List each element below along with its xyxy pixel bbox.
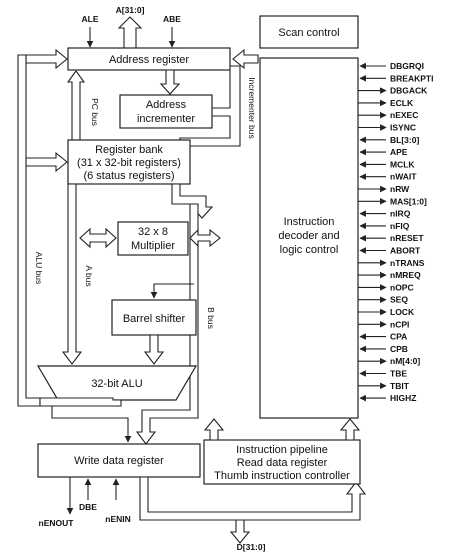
b-bus-label: B bus [206, 307, 216, 329]
signal-label: TBIT [390, 381, 410, 391]
alu: 32-bit ALU [36, 365, 198, 401]
address-register-label: Address register [109, 54, 189, 66]
address-to-incrementer-arrow [159, 69, 181, 95]
signal-label: SEQ [390, 295, 408, 305]
signal-label: nM[4:0] [390, 356, 420, 366]
signal-label: nWAIT [390, 172, 417, 182]
signal-label: DBGRQI [390, 61, 424, 71]
b-bus-to-write-data [51, 406, 132, 443]
signal-label: CPA [390, 332, 407, 342]
register-bank-line-1: Register bank [95, 144, 163, 156]
address-register: Address register [67, 47, 231, 71]
signal-label: nRESET [390, 233, 424, 243]
a-bus-out-arrow [117, 16, 143, 49]
instruction-pipeline-line-2: Read data register [237, 457, 328, 469]
instruction-decoder-line-2: decoder and [278, 230, 339, 242]
alu-output [39, 397, 122, 407]
ale-label: ALE [82, 14, 99, 24]
alu-bus-label: ALU bus [34, 252, 44, 285]
alu-bus-to-register-bank-arrow [25, 151, 68, 173]
abe-label: ABE [163, 14, 181, 24]
signal-label: nMREQ [390, 270, 421, 280]
alu-label: 32-bit ALU [91, 378, 142, 390]
scan-control-label: Scan control [278, 27, 339, 39]
signal-label: BREAKPTI [390, 73, 433, 83]
dbe-label: DBE [79, 502, 97, 512]
signal-label: nFIQ [390, 221, 410, 231]
signal-label: BL[3:0] [390, 135, 419, 145]
register-bank-line-3: (6 status registers) [83, 170, 174, 182]
nenin-label: nENIN [105, 514, 131, 524]
multiplier: 32 x 8 Multiplier [117, 221, 189, 256]
pipeline-up-arrow [203, 418, 225, 441]
signal-label: APE [390, 147, 408, 157]
signal-label: nRW [390, 184, 410, 194]
signal-label: nEXEC [390, 110, 418, 120]
instruction-decoder-line-3: logic control [280, 244, 339, 256]
b-bus-vertical [135, 203, 199, 445]
d-bus-label: D[31:0] [237, 542, 266, 552]
pc-bus [66, 70, 86, 141]
signal-label: LOCK [390, 307, 415, 317]
a-bus-multiplier-arrow [79, 227, 117, 249]
signal-label: DBGACK [390, 86, 428, 96]
barrel-shifter-label: Barrel shifter [123, 313, 186, 325]
signal-label: MCLK [390, 159, 415, 169]
instruction-pipeline-line-1: Instruction pipeline [236, 444, 328, 456]
a-bus [61, 183, 83, 365]
signal-label: nCPI [390, 319, 409, 329]
address-incrementer-line-2: incrementer [137, 113, 195, 125]
write-data-to-d-bus [139, 476, 367, 521]
barrel-shifter: Barrel shifter [111, 299, 197, 336]
signal-label: ABORT [390, 246, 421, 256]
write-data-register: Write data register [37, 443, 201, 478]
a-bus-out-label: A[31:0] [116, 5, 145, 15]
incrementer-bus-to-address-arrow [232, 48, 259, 70]
nenout-label: nENOUT [39, 518, 75, 528]
a-bus-label: A bus [84, 265, 94, 286]
pipeline-to-decoder-arrow [339, 418, 361, 441]
address-incrementer-line-1: Address [146, 99, 187, 111]
multiplier-line-2: Multiplier [131, 240, 175, 252]
incrementer-bus-label: Incrementer bus [247, 77, 257, 138]
address-incrementer: Address incrementer [119, 94, 213, 129]
instruction-pipeline: Instruction pipeline Read data register … [203, 439, 361, 485]
b-bus-multiplier-arrow [189, 228, 221, 248]
d-bus-arrow [229, 519, 251, 544]
signal-label: ECLK [390, 98, 414, 108]
register-bank-line-2: (31 x 32-bit registers) [77, 157, 181, 169]
pc-bus-label: PC bus [90, 98, 100, 126]
barrel-to-alu-arrow [143, 334, 165, 365]
signal-label: CPB [390, 344, 408, 354]
instruction-pipeline-line-3: Thumb instruction controller [214, 470, 350, 482]
signal-label: MAS[1:0] [390, 196, 427, 206]
b-bus-to-barrel-arrow [150, 283, 194, 299]
register-bank: Register bank (31 x 32-bit registers) (6… [67, 139, 191, 185]
alu-bus-to-address-arrow [25, 48, 68, 70]
signal-label: nTRANS [390, 258, 425, 268]
signal-label: ISYNC [390, 123, 416, 133]
instruction-decoder-line-1: Instruction [284, 216, 335, 228]
signal-label: nIRQ [390, 209, 411, 219]
write-data-register-label: Write data register [74, 455, 164, 467]
alu-bus [17, 54, 41, 407]
signal-label: HIGHZ [390, 393, 416, 403]
signal-label: TBE [390, 369, 407, 379]
control-signals: DBGRQI BREAKPTI DBGACK ECLK nEXEC ISYNC BL[3:0… [358, 61, 433, 403]
scan-control: Scan control [259, 15, 359, 49]
signal-label: nOPC [390, 282, 414, 292]
instruction-decoder: Instruction decoder and logic control [259, 57, 359, 419]
multiplier-line-1: 32 x 8 [138, 226, 168, 238]
